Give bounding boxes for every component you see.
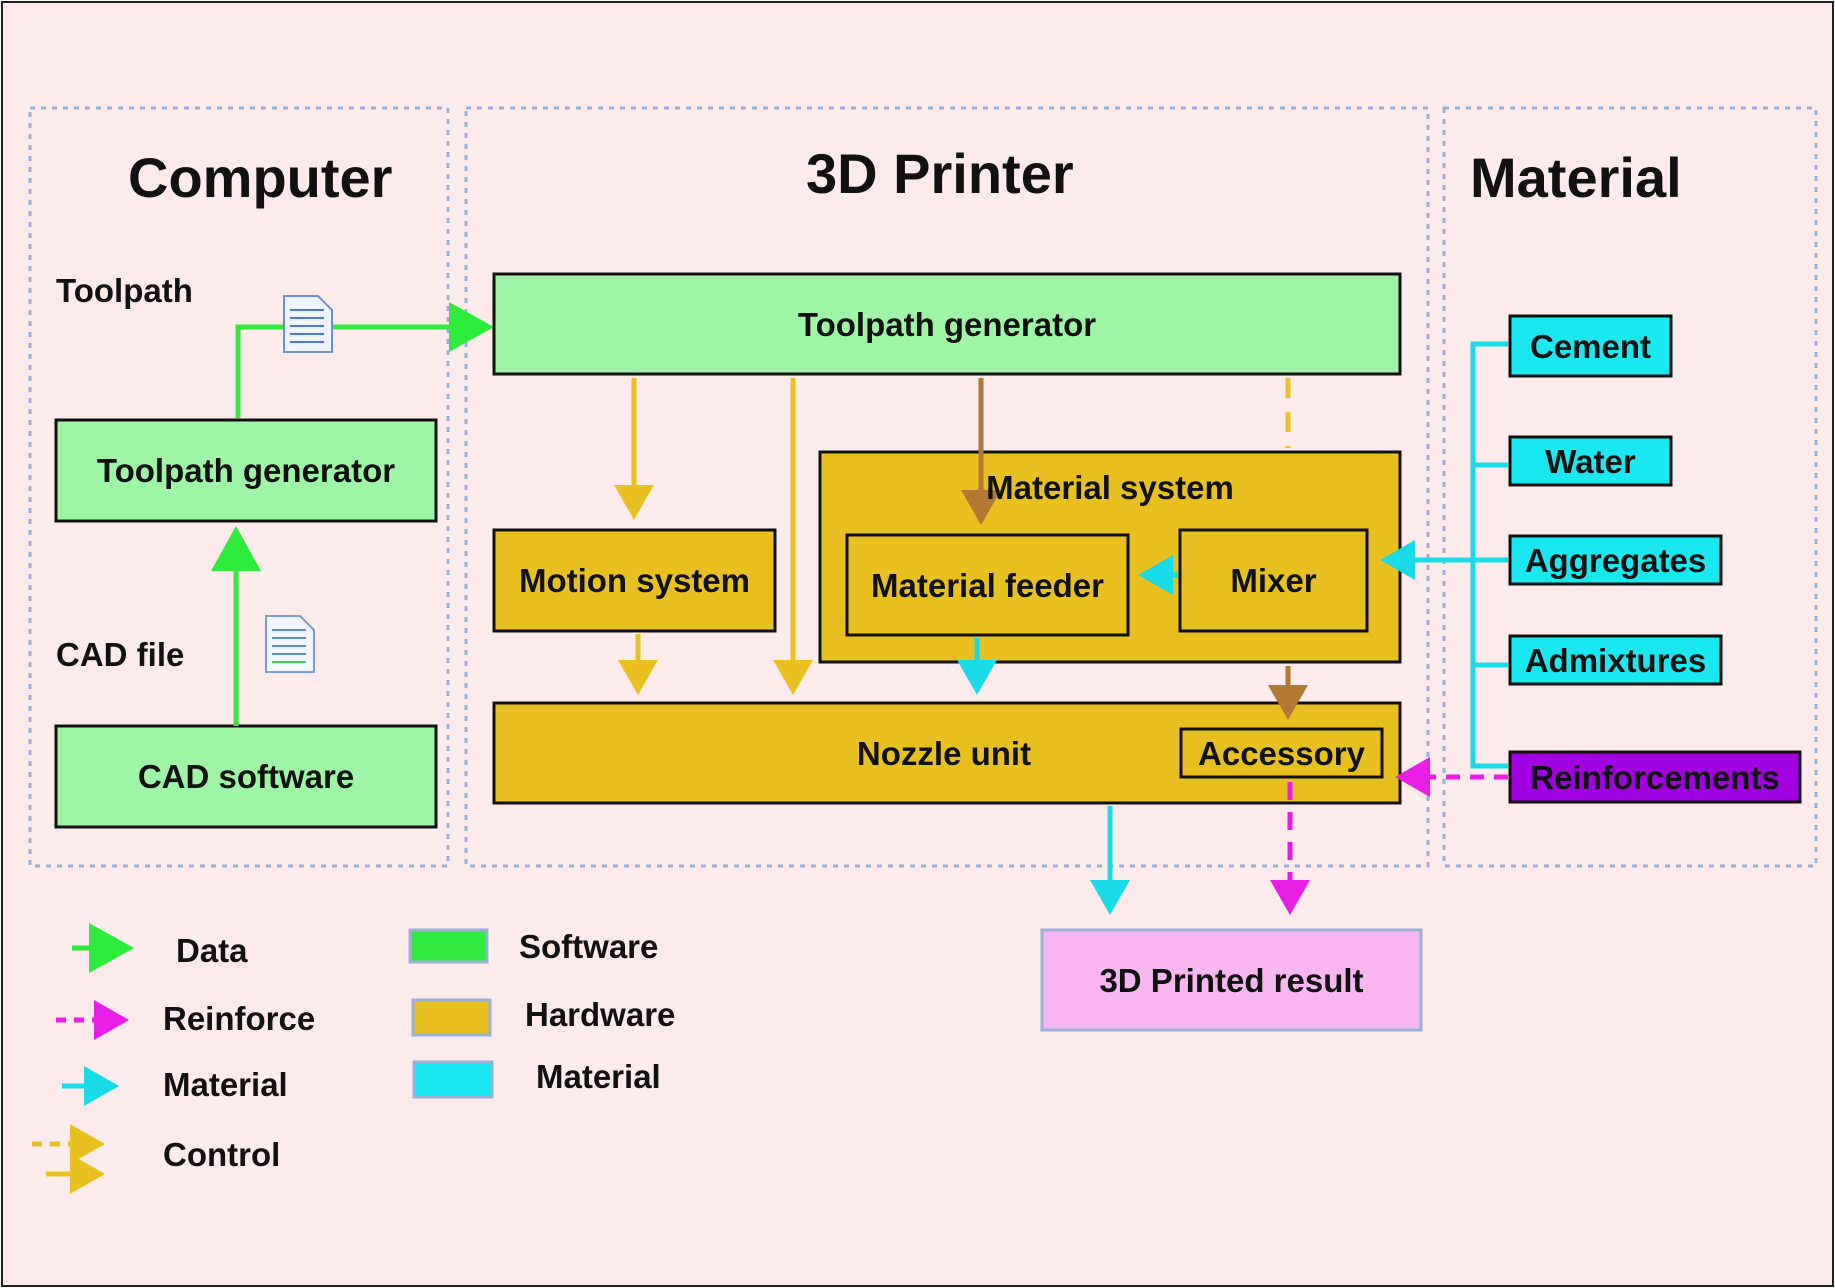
material-system-label: Material system [986, 468, 1234, 506]
material-item-water: Water [1545, 442, 1636, 480]
water-box [1508, 435, 1673, 487]
admixtures-box [1508, 634, 1723, 686]
material-feeder-label: Material feeder [871, 566, 1104, 604]
accessory-box [1179, 727, 1384, 779]
cad-software-box [54, 724, 438, 829]
computer-section-title: Computer [128, 146, 393, 209]
computer-toolpath-generator-box [54, 418, 438, 523]
material-section-title: Material [1470, 146, 1682, 209]
aggregates-box [1508, 534, 1723, 586]
accessory-label: Accessory [1198, 734, 1365, 772]
computer-section-border [28, 106, 450, 868]
data-arrow-toolpath-to-printer [235, 302, 494, 418]
material-item-reinforcements: Reinforcements [1530, 758, 1780, 796]
material-feeder-box [845, 533, 1130, 637]
material-item-aggregates: Aggregates [1524, 541, 1707, 579]
motion-system-label: Motion system [518, 562, 751, 599]
reinforcements-box [1508, 750, 1802, 804]
nozzle-unit-label: Nozzle unit [856, 734, 1032, 772]
document-icon [265, 615, 315, 673]
printed-result-label: 3D Printed result [1099, 961, 1364, 999]
legend-material-box-label: Material [536, 1058, 661, 1095]
legend-software-swatch [408, 928, 489, 964]
legend-hardware-swatch [411, 998, 492, 1037]
printer-section-title: 3D Printer [806, 142, 1074, 205]
mixer-box [1178, 528, 1369, 633]
material-section-border [1442, 106, 1818, 868]
legend-control-label: Control [163, 1136, 281, 1173]
legend-material-arrow-label: Material [163, 1066, 288, 1103]
motion-system-box [492, 528, 777, 633]
printed-result-box [1040, 928, 1423, 1032]
printer-toolpath-generator-label: Toolpath generator [797, 305, 1097, 343]
legend-software-label: Software [519, 928, 659, 965]
material-bracket [1470, 341, 1508, 769]
mixer-label: Mixer [1230, 562, 1317, 599]
computer-toolpath-generator-label: Toolpath generator [96, 452, 396, 489]
legend-reinforce-label: Reinforce [163, 1000, 316, 1037]
material-item-admixtures: Admixtures [1524, 641, 1707, 679]
cement-box [1508, 314, 1673, 378]
document-icon [283, 295, 333, 353]
legend-data-label: Data [176, 932, 248, 969]
printer-toolpath-generator-box [492, 272, 1402, 376]
legend-material-swatch [412, 1060, 494, 1099]
material-item-cement: Cement [1529, 327, 1652, 365]
cad-file-label: CAD file [56, 636, 185, 673]
printer-section-border [464, 106, 1430, 868]
legend-hardware-label: Hardware [525, 996, 676, 1033]
cad-software-label: CAD software [137, 758, 355, 795]
toolpath-label: Toolpath [56, 272, 193, 309]
